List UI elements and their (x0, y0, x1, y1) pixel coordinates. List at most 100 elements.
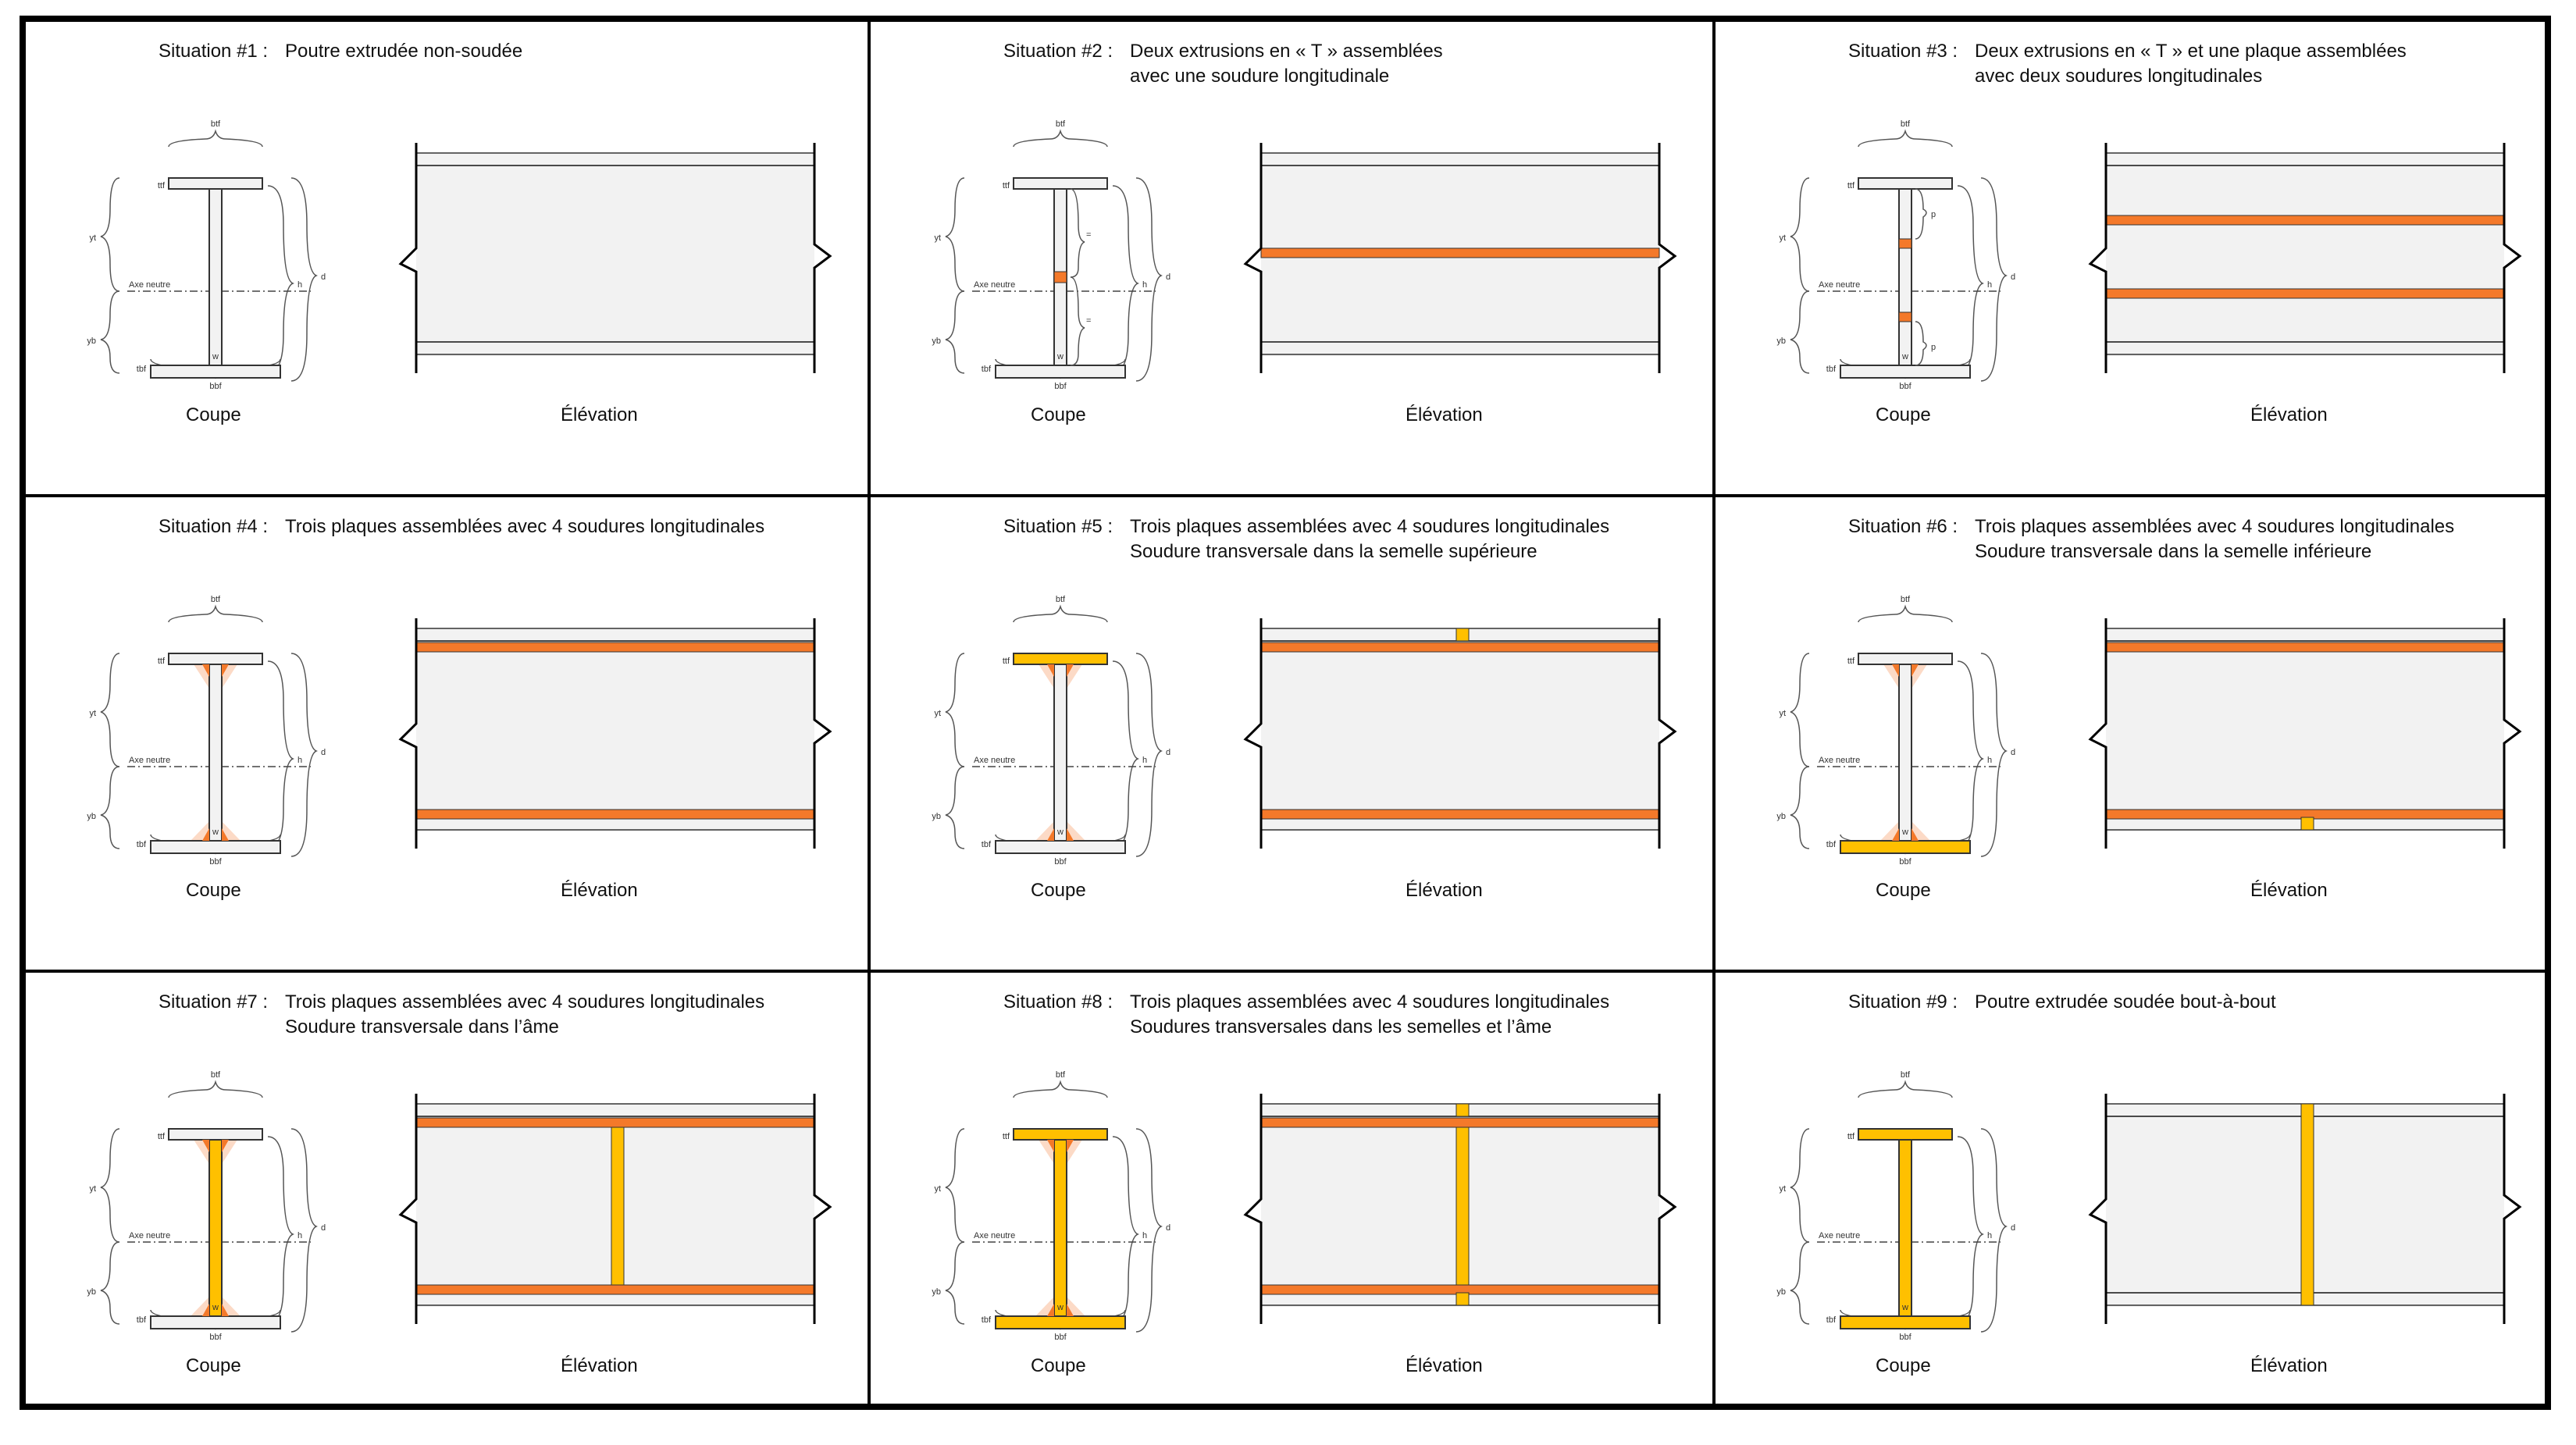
d-brace (1980, 1128, 2008, 1333)
top-flange-strip (2105, 628, 2505, 642)
yt-brace (945, 1128, 965, 1243)
yt-label: yt (934, 233, 941, 243)
h-label: h (1987, 1231, 1992, 1240)
top-flange-strip (2105, 152, 2505, 166)
btf-brace (1013, 129, 1108, 148)
bottom-flange (1840, 840, 1971, 854)
elevation-caption: Élévation (2250, 404, 2328, 425)
yt-brace (945, 653, 965, 767)
ttf-label: ttf (158, 181, 166, 190)
ttf-label: ttf (1003, 1132, 1010, 1141)
transverse-weld-top (1455, 1103, 1470, 1117)
row-divider (26, 970, 2545, 973)
situation-7-panel: Situation #7 :Trois plaques assemblées a… (26, 973, 868, 1445)
bottom-flange (995, 840, 1126, 854)
fillet-weld (222, 664, 229, 677)
situation-6-panel: Situation #6 :Trois plaques assemblées a… (1716, 497, 2557, 970)
coupe-caption: Coupe (186, 1355, 241, 1376)
w-label: w (1901, 1303, 1908, 1312)
bottom-flange (150, 840, 281, 854)
elevation-caption: Élévation (2250, 1355, 2328, 1376)
yb-label: yb (87, 336, 96, 346)
yb-brace (945, 1241, 965, 1325)
top-flange-strip (415, 628, 815, 642)
longitudinal-weld (415, 642, 815, 653)
d-brace (1980, 177, 2008, 382)
neutral-axis-label: Axe neutre (129, 756, 170, 765)
situation-subtitle: avec deux soudures longitudinales (1975, 66, 2263, 87)
situation-number: Situation #9 : (1848, 991, 1958, 1013)
neutral-axis-label: Axe neutre (129, 1231, 170, 1240)
fillet-weld (1892, 664, 1899, 677)
right-break-line (1658, 143, 1677, 373)
top-flange-strip (1260, 152, 1660, 166)
yb-label: yb (87, 812, 96, 821)
situation-subtitle: avec une soudure longitudinale (1130, 66, 1390, 87)
situation-number: Situation #6 : (1848, 516, 1958, 537)
top-flange (1858, 653, 1953, 665)
yt-label: yt (1779, 709, 1786, 718)
neutral-axis-label: Axe neutre (974, 280, 1015, 290)
left-break-line (2088, 618, 2107, 849)
yt-brace (1790, 653, 1810, 767)
transverse-weld-web (611, 1126, 625, 1286)
elevation-caption: Élévation (2250, 880, 2328, 901)
right-break-line (813, 143, 832, 373)
h-label: h (1142, 1231, 1147, 1240)
yb-brace (100, 1241, 120, 1325)
situation-subtitle: Soudure transversale dans l’âme (285, 1016, 559, 1037)
elevation-view (1243, 1094, 1677, 1324)
longitudinal-weld (2105, 642, 2505, 653)
tbf-label: tbf (982, 1315, 992, 1325)
bbf-label: bbf (209, 857, 222, 867)
top-flange-strip (415, 1103, 815, 1117)
elevation-view (398, 1094, 832, 1324)
elevation-caption: Élévation (1406, 404, 1483, 425)
tbf-label: tbf (137, 1315, 147, 1325)
elevation-view (1243, 143, 1677, 373)
yb-label: yb (1776, 812, 1786, 821)
beam-body (2106, 636, 2504, 831)
coupe-caption: Coupe (186, 880, 241, 901)
longitudinal-weld (415, 809, 815, 820)
elevation-caption: Élévation (561, 880, 638, 901)
fillet-weld (202, 1140, 209, 1152)
yb-brace (945, 766, 965, 849)
yb-brace (1790, 766, 1810, 849)
d-label: d (321, 748, 326, 757)
coupe-caption: Coupe (1031, 880, 1086, 901)
p-label: p (1931, 210, 1936, 219)
ttf-label: ttf (1847, 657, 1855, 666)
yb-label: yb (932, 812, 941, 821)
h-brace (1112, 660, 1139, 849)
h-brace (1112, 1136, 1139, 1325)
yb-label: yb (932, 1287, 941, 1297)
w-label: w (1056, 1303, 1064, 1312)
figure-frame: Situation #1 :Poutre extrudée non-soudée… (20, 16, 2551, 1410)
longitudinal-weld (415, 1117, 815, 1128)
panel-title: Situation #1 :Poutre extrudée non-soudée (159, 39, 522, 64)
longitudinal-weld (1260, 1117, 1660, 1128)
panel-title: Situation #9 :Poutre extrudée soudée bou… (1848, 990, 2276, 1015)
top-flange (1858, 177, 1953, 190)
situation-number: Situation #7 : (159, 991, 269, 1013)
yt-brace (1790, 1128, 1810, 1243)
longitudinal-weld (2105, 215, 2505, 226)
p-brace (1915, 321, 1927, 366)
web-plate (1053, 1139, 1067, 1317)
btf-label: btf (211, 119, 221, 129)
d-brace (1135, 177, 1163, 382)
ttf-label: ttf (1003, 181, 1010, 190)
situation-number: Situation #3 : (1848, 41, 1958, 62)
beam-body (416, 161, 814, 356)
d-brace (290, 177, 318, 382)
btf-label: btf (1901, 1070, 1911, 1080)
yb-label: yb (932, 336, 941, 346)
left-break-line (1243, 1094, 1263, 1324)
bbf-label: bbf (1899, 1333, 1912, 1342)
bottom-flange-strip (2105, 341, 2505, 355)
eq-brace (1070, 276, 1085, 366)
